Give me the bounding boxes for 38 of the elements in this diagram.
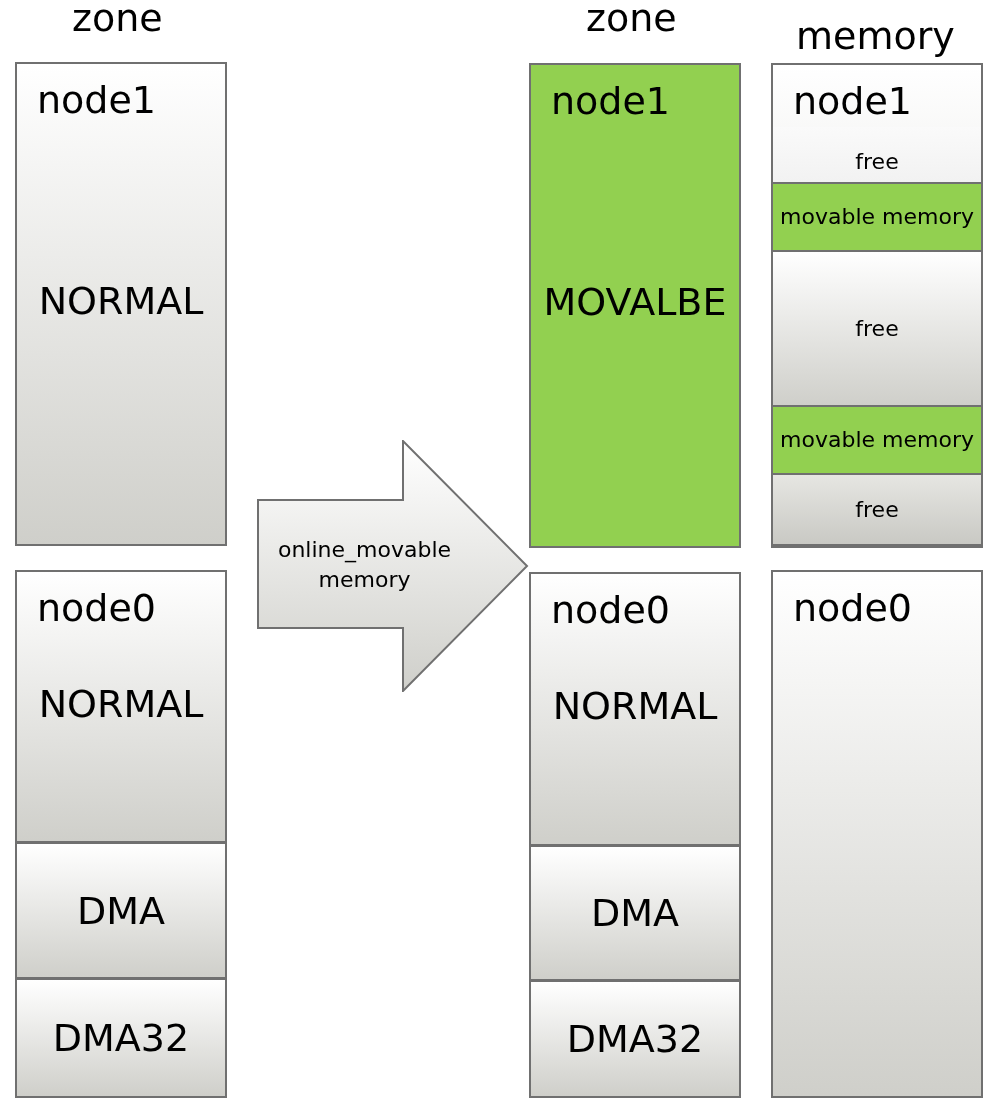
zone-name: NORMAL <box>37 682 205 726</box>
zone-block <box>529 63 741 548</box>
column-heading: memory <box>796 14 955 58</box>
memory-region <box>773 405 981 475</box>
column-heading: zone <box>586 0 677 40</box>
zone-name: NORMAL <box>551 684 719 728</box>
node-title: node0 <box>37 586 156 630</box>
zone-name: DMA <box>75 888 166 933</box>
node-title: node0 <box>551 588 670 632</box>
zone-name: DMA32 <box>565 1017 705 1061</box>
zone-block <box>529 845 741 981</box>
memory-block <box>771 570 983 1098</box>
region-label: free <box>854 149 900 174</box>
region-label: movable memory <box>779 427 975 452</box>
zone-block <box>15 842 227 979</box>
memory-block <box>771 63 983 548</box>
zone-block <box>15 570 227 843</box>
arrow-label: online_movable memory <box>276 536 453 594</box>
zone-name: NORMAL <box>37 279 205 323</box>
zone-name: MOVALBE <box>542 280 728 324</box>
column-heading: zone <box>72 0 163 40</box>
region-label: free <box>854 315 900 341</box>
block-arrow <box>257 440 529 692</box>
zone-name: DMA <box>589 891 680 935</box>
node-title: node1 <box>793 79 912 123</box>
zone-block <box>15 978 227 1098</box>
region-label: movable memory <box>779 204 975 229</box>
region-label: free <box>854 496 900 522</box>
node-title: node1 <box>551 79 670 123</box>
zone-name: DMA32 <box>51 1016 191 1060</box>
node-title: node1 <box>37 78 156 122</box>
memory-region <box>773 182 981 252</box>
zone-block <box>529 572 741 846</box>
zone-block <box>15 62 227 546</box>
zone-block <box>529 980 741 1098</box>
memory-region <box>773 250 981 407</box>
node-title: node0 <box>793 586 912 630</box>
memory-region <box>773 473 981 546</box>
